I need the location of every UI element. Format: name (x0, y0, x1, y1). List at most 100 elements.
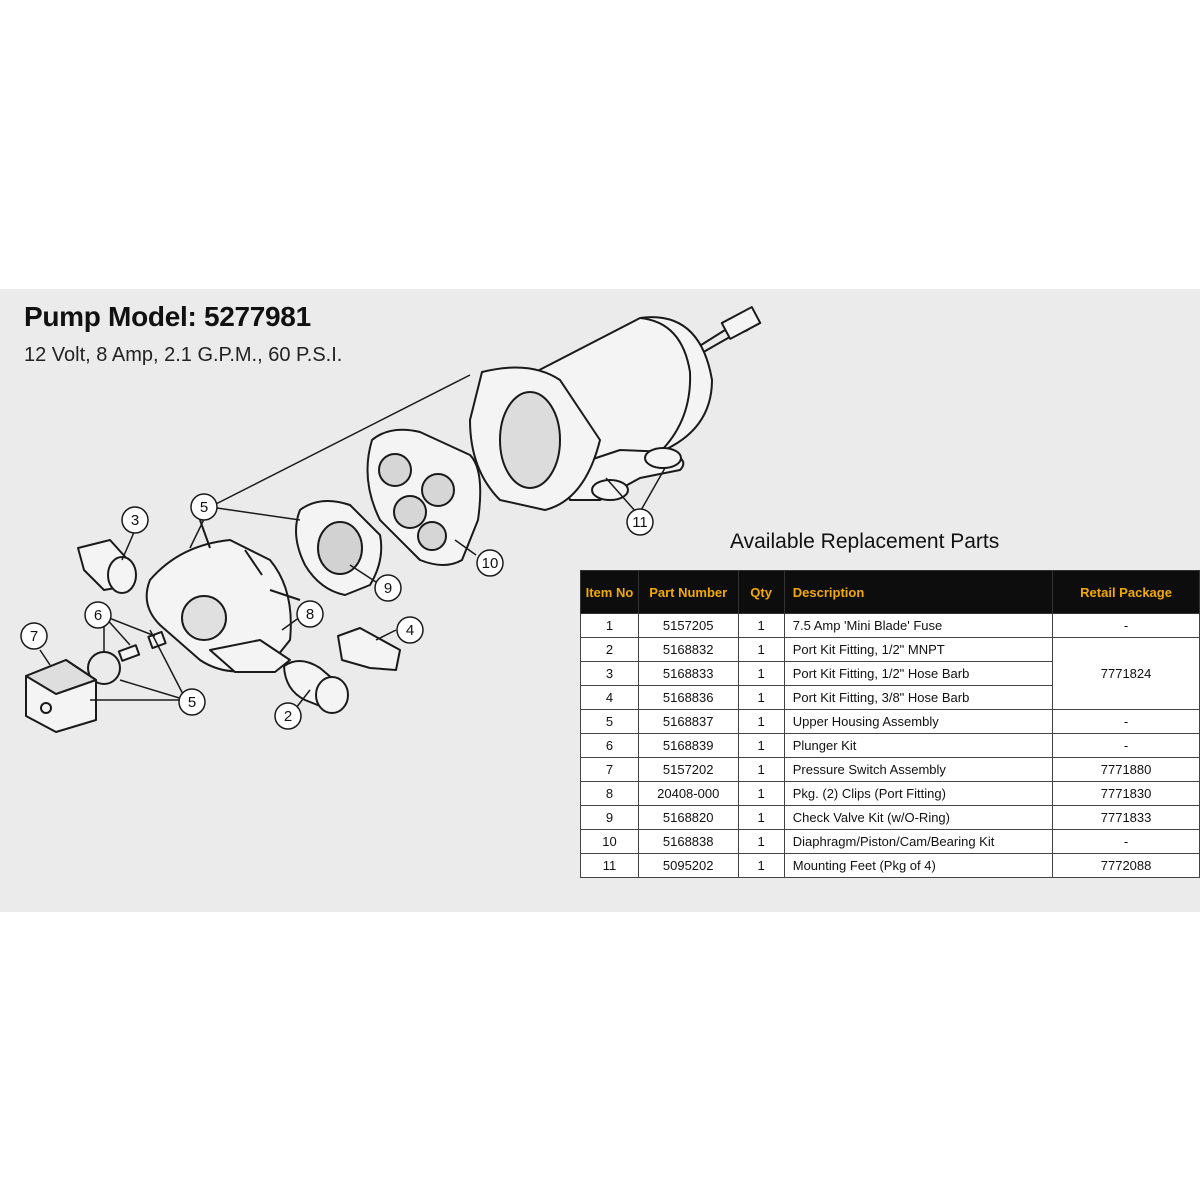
col-description: Description (783, 570, 1054, 614)
cell-item: 6 (580, 733, 639, 758)
motor-end-ring (639, 317, 692, 453)
table-row: 8 20408-000 1 Pkg. (2) Clips (Port Fitti… (580, 781, 1200, 806)
upper-housing-outlet (209, 639, 291, 673)
table-row: 5 5168837 1 Upper Housing Assembly - (580, 709, 1200, 734)
table-header-row: Item No Part Number Qty Description Reta… (580, 570, 1200, 614)
lower-housing-bore (499, 391, 561, 489)
cell-item: 10 (580, 829, 639, 854)
cell-qty: 1 (737, 805, 785, 830)
pressure-switch-screw (40, 702, 52, 714)
cell-qty: 1 (737, 709, 785, 734)
cell-part: 5168838 (637, 829, 739, 854)
cell-part: 5168832 (637, 637, 739, 662)
cell-item: 1 (580, 613, 639, 638)
cell-part: 20408-000 (637, 781, 739, 806)
table-row: 9 5168820 1 Check Valve Kit (w/O-Ring) 7… (580, 805, 1200, 830)
svg-text:11: 11 (632, 514, 648, 531)
table-row: 10 5168838 1 Diaphragm/Piston/Cam/Bearin… (580, 829, 1200, 854)
plunger-spring (117, 644, 141, 662)
pressure-switch-top (25, 659, 97, 695)
cell-item: 11 (580, 853, 639, 878)
cell-desc: Plunger Kit (783, 733, 1054, 758)
callout-8: 8 (296, 600, 324, 628)
col-retail-package: Retail Package (1052, 570, 1200, 614)
cell-item: 9 (580, 805, 639, 830)
diaphragm-chamber-b (421, 473, 455, 507)
cell-retail: - (1052, 829, 1200, 854)
svg-text:4: 4 (406, 622, 414, 639)
svg-text:8: 8 (306, 606, 314, 623)
cell-desc: Pkg. (2) Clips (Port Fitting) (783, 781, 1054, 806)
cell-retail: 7771824 (1052, 637, 1200, 710)
callout-9: 9 (374, 574, 402, 602)
table-row: 2 5168832 1 Port Kit Fitting, 1/2" MNPT … (580, 637, 1200, 710)
cell-retail: 7772088 (1052, 853, 1200, 878)
pump-specs-subtitle: 12 Volt, 8 Amp, 2.1 G.P.M., 60 P.S.I. (24, 344, 343, 366)
replacement-parts-table: Item No Part Number Qty Description Reta… (580, 570, 1200, 878)
diaphragm-chamber-a (378, 453, 412, 487)
cell-qty: 1 (737, 853, 785, 878)
cell-retail: 7771880 (1052, 757, 1200, 782)
cell-part: 5157205 (637, 613, 739, 638)
cell-qty: 1 (737, 733, 785, 758)
table-row: 4 5168836 1 Port Kit Fitting, 3/8" Hose … (580, 685, 1200, 710)
port-fitting-hose-barb-3-8 (337, 627, 401, 671)
pump-model-title: Pump Model: 5277981 (24, 301, 311, 332)
cell-retail: 7771833 (1052, 805, 1200, 830)
cell-qty: 1 (737, 829, 785, 854)
svg-text:9: 9 (384, 580, 392, 597)
cell-qty: 1 (737, 685, 785, 710)
cell-part: 5157202 (637, 757, 739, 782)
cell-desc: Port Kit Fitting, 1/2" MNPT (783, 637, 1054, 662)
cell-qty: 1 (737, 613, 785, 638)
cell-qty: 1 (737, 757, 785, 782)
mount-foot-grommet-2 (591, 479, 629, 501)
cell-part: 5095202 (637, 853, 739, 878)
callout-10: 10 (476, 549, 504, 577)
check-valve-center (317, 521, 363, 575)
callout-3: 3 (121, 506, 149, 534)
callout-7: 7 (20, 622, 48, 650)
replacement-parts-heading: Available Replacement Parts (730, 530, 1000, 553)
cell-desc: Port Kit Fitting, 1/2" Hose Barb (783, 661, 1054, 686)
cell-item: 8 (580, 781, 639, 806)
svg-text:5: 5 (188, 694, 196, 711)
cell-desc: Upper Housing Assembly (783, 709, 1054, 734)
cell-part: 5168839 (637, 733, 739, 758)
cell-item: 3 (580, 661, 639, 686)
port-fitting-2-thread (315, 676, 349, 714)
diaphragm-chamber-d (417, 521, 447, 551)
upper-housing-port (181, 595, 227, 641)
cell-item: 2 (580, 637, 639, 662)
cell-retail: - (1052, 733, 1200, 758)
table-row: 7 5157202 1 Pressure Switch Assembly 777… (580, 757, 1200, 782)
svg-text:10: 10 (482, 555, 499, 572)
cell-item: 4 (580, 685, 639, 710)
diaphragm-chamber-c (393, 495, 427, 529)
col-item-no: Item No (580, 570, 639, 614)
cell-part: 5168820 (637, 805, 739, 830)
cell-part: 5168833 (637, 661, 739, 686)
cell-desc: Diaphragm/Piston/Cam/Bearing Kit (783, 829, 1054, 854)
col-qty: Qty (737, 570, 785, 614)
cell-desc: Port Kit Fitting, 3/8" Hose Barb (783, 685, 1054, 710)
callout-6: 6 (84, 601, 112, 629)
callout-4: 4 (396, 616, 424, 644)
table-row: 1 5157205 1 7.5 Amp 'Mini Blade' Fuse - (580, 613, 1200, 638)
cell-desc: Mounting Feet (Pkg of 4) (783, 853, 1054, 878)
svg-text:6: 6 (94, 607, 102, 624)
svg-text:3: 3 (131, 512, 139, 529)
exploded-pump-diagram: 11 10 9 8 4 2 3 5 6 5 7 (20, 306, 762, 733)
cell-desc: Pressure Switch Assembly (783, 757, 1054, 782)
mount-foot-grommet (644, 447, 682, 469)
svg-text:5: 5 (200, 499, 208, 516)
cell-desc: 7.5 Amp 'Mini Blade' Fuse (783, 613, 1054, 638)
table-row: 6 5168839 1 Plunger Kit - (580, 733, 1200, 758)
housing-screw-b (244, 549, 263, 576)
cell-retail: - (1052, 709, 1200, 734)
cell-retail: 7771830 (1052, 781, 1200, 806)
cell-qty: 1 (737, 661, 785, 686)
callout-5-bottom: 5 (178, 688, 206, 716)
port-fitting-3-ring (107, 556, 137, 594)
cell-retail: - (1052, 613, 1200, 638)
